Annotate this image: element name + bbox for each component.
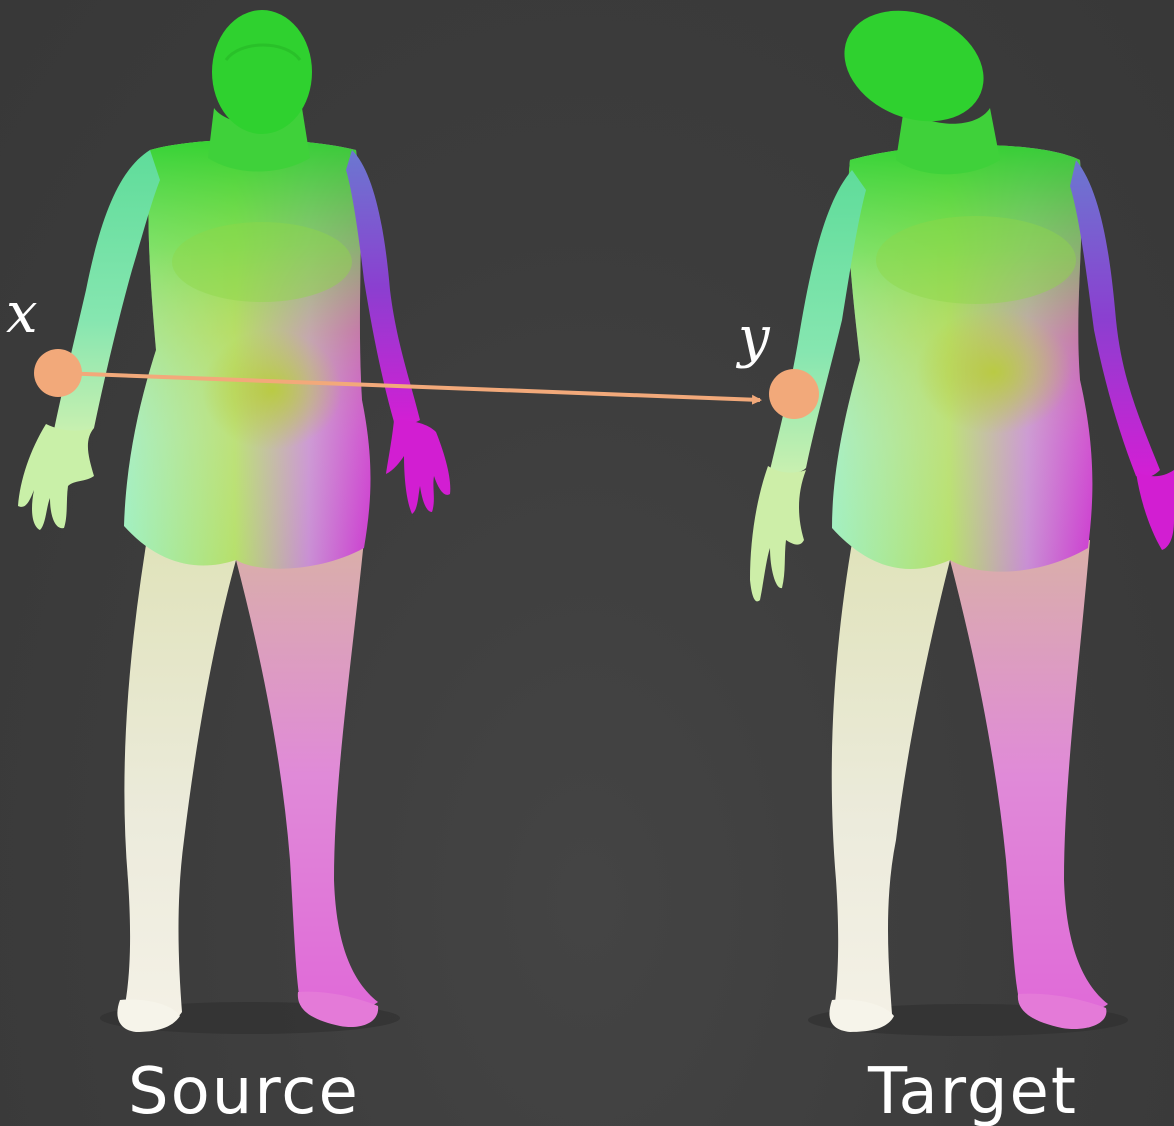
source-caption: Source [128,1060,360,1124]
target-point [769,369,819,419]
target-body [750,0,1174,1036]
source-body [18,10,450,1034]
source-point-label: x [6,286,38,342]
target-point-label: y [738,310,770,366]
source-point [34,349,82,397]
target-caption: Target [868,1060,1078,1124]
